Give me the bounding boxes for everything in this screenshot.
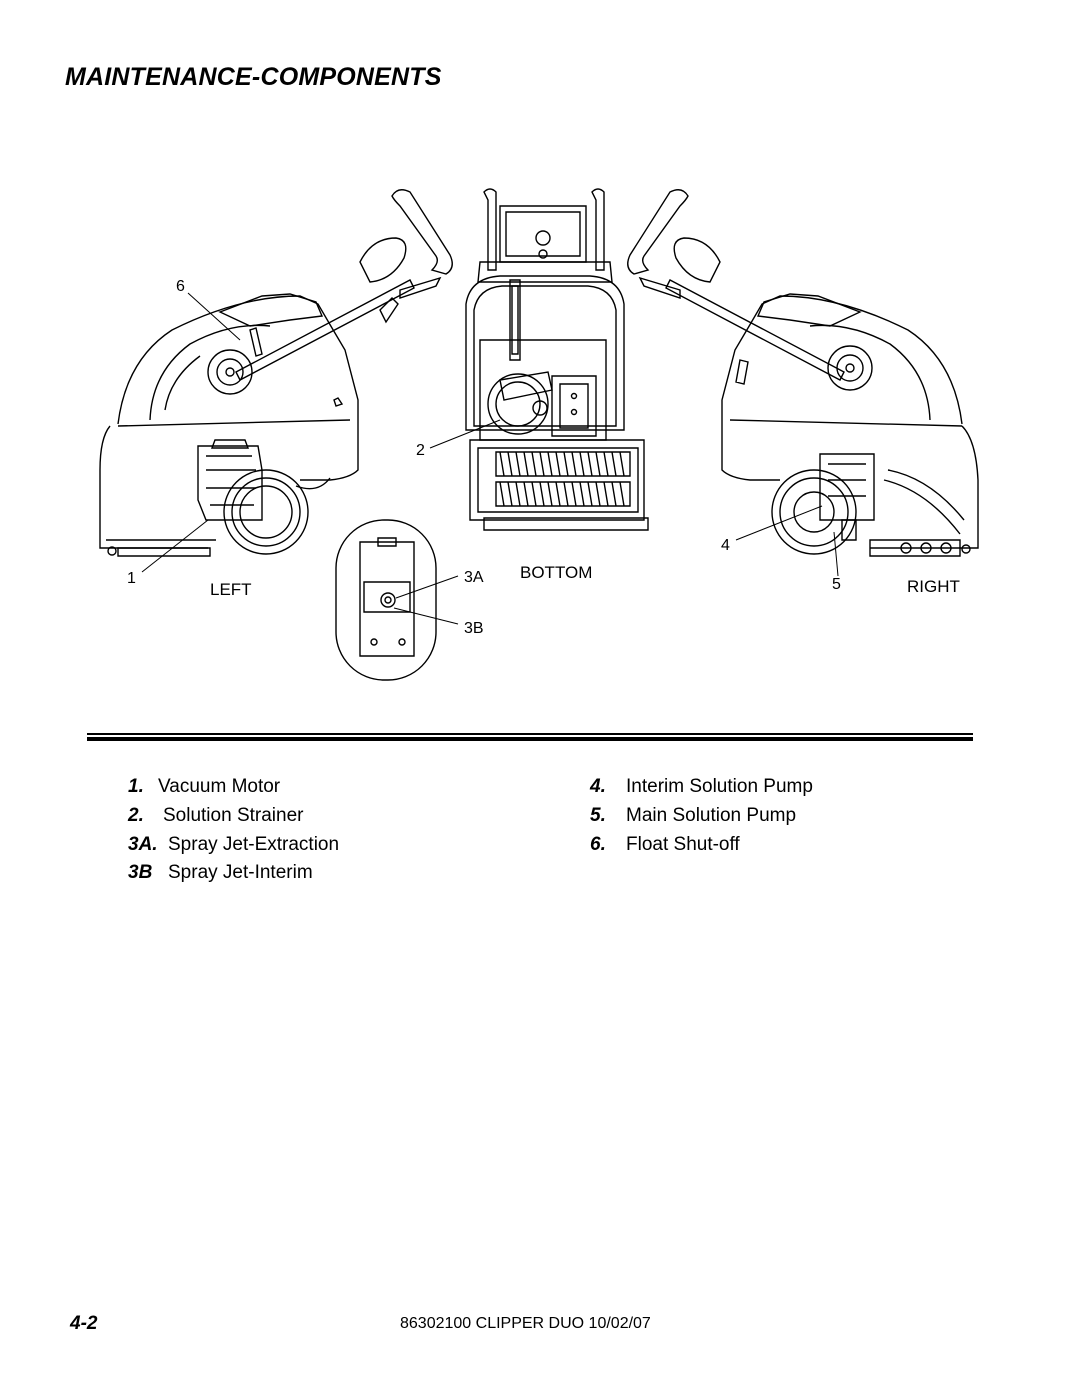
view-label-left: LEFT: [210, 580, 252, 599]
legend-number: 4.: [590, 776, 606, 797]
right-view-illustration: [627, 189, 979, 577]
callout-4: 4: [721, 537, 730, 554]
callout-3a: 3A: [464, 569, 484, 586]
legend-label: Spray Jet-Extraction: [168, 834, 340, 855]
legend-label: Spray Jet-Interim: [168, 862, 313, 883]
legend-number: 5.: [590, 805, 606, 826]
legend-number: 3B: [128, 862, 153, 883]
legend-number: 1.: [128, 776, 144, 797]
components-diagram: [99, 188, 979, 681]
page-number: 4-2: [70, 1313, 98, 1334]
legend-label: Vacuum Motor: [158, 776, 281, 797]
spray-jet-inset: [335, 519, 459, 681]
document-id: 86302100 CLIPPER DUO 10/02/07: [400, 1315, 651, 1332]
divider-rule-bottom: [87, 737, 973, 741]
legend-item-1: 1. Vacuum Motor: [128, 776, 280, 798]
view-label-bottom: BOTTOM: [520, 563, 593, 582]
legend-label: Float Shut-off: [626, 834, 740, 855]
callout-6: 6: [176, 278, 185, 295]
legend-label: Solution Strainer: [163, 805, 304, 826]
legend-item-3b: 3B Spray Jet-Interim: [128, 862, 313, 884]
legend-item-6: 6. Float Shut-off: [590, 834, 740, 856]
legend-item-5: 5. Main Solution Pump: [590, 805, 796, 827]
legend-number: 2.: [128, 805, 144, 826]
callout-2: 2: [416, 442, 425, 459]
legend-number: 3A.: [128, 834, 158, 855]
callout-1: 1: [127, 570, 136, 587]
left-view-illustration: [99, 189, 453, 573]
legend-item-2: 2. Solution Strainer: [128, 805, 303, 827]
callout-3b: 3B: [464, 620, 484, 637]
legend-item-3a: 3A. Spray Jet-Extraction: [128, 834, 339, 856]
callout-5: 5: [832, 576, 841, 593]
legend-label: Main Solution Pump: [626, 805, 797, 826]
legend-number: 6.: [590, 834, 606, 855]
divider-rule-top: [87, 733, 973, 735]
legend-item-4: 4. Interim Solution Pump: [590, 776, 813, 798]
bottom-view-illustration: [429, 188, 649, 531]
page-title: MAINTENANCE-COMPONENTS: [65, 63, 442, 91]
view-label-right: RIGHT: [907, 577, 960, 596]
legend-label: Interim Solution Pump: [626, 776, 813, 797]
